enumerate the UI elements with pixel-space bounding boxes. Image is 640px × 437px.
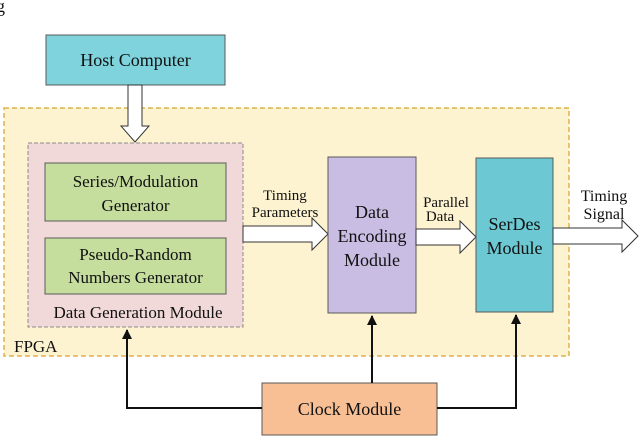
data-encoding-line2: Encoding [338,226,407,246]
timing-signal-line1: Timing [581,188,628,205]
prng-block [44,237,227,295]
clock-to-datagen-arrow [122,329,262,409]
serdes-line1: SerDes [489,214,541,234]
timing-parameters-line2: Parameters [252,205,319,221]
serdes-line2: Module [487,238,543,258]
timing-signal-arrow [552,218,639,254]
prng-line2: Numbers Generator [68,268,203,287]
host-to-datagen-arrow [119,84,151,143]
data-encoding-line3: Module [344,250,400,270]
host-computer-label: Host Computer [80,50,191,70]
fpga-label: FPGA [14,337,58,356]
host-computer-block [45,34,226,86]
data-generation-module-label: Data Generation Module [54,303,223,322]
series-modulation-generator-block [44,162,227,222]
data-encoding-module [327,156,417,314]
timing-parameters-line1: Timing [263,188,307,204]
clock-module-label: Clock Module [298,399,402,419]
clock-to-serdes-arrow [437,314,521,409]
parallel-data-line1: Parallel [423,195,469,211]
data-encoding-line1: Data [355,202,389,222]
parallel-data-arrow [415,219,477,255]
series-generator-line1: Series/Modulation [73,172,199,191]
prng-line1: Pseudo-Random [79,245,191,264]
figure-label: g [0,0,5,16]
parallel-data-line2: Data [426,209,455,225]
serdes-module [475,157,554,313]
series-generator-line2: Generator [102,196,170,215]
timing-parameters-arrow [242,216,329,252]
timing-signal-line2: Signal [584,206,625,223]
